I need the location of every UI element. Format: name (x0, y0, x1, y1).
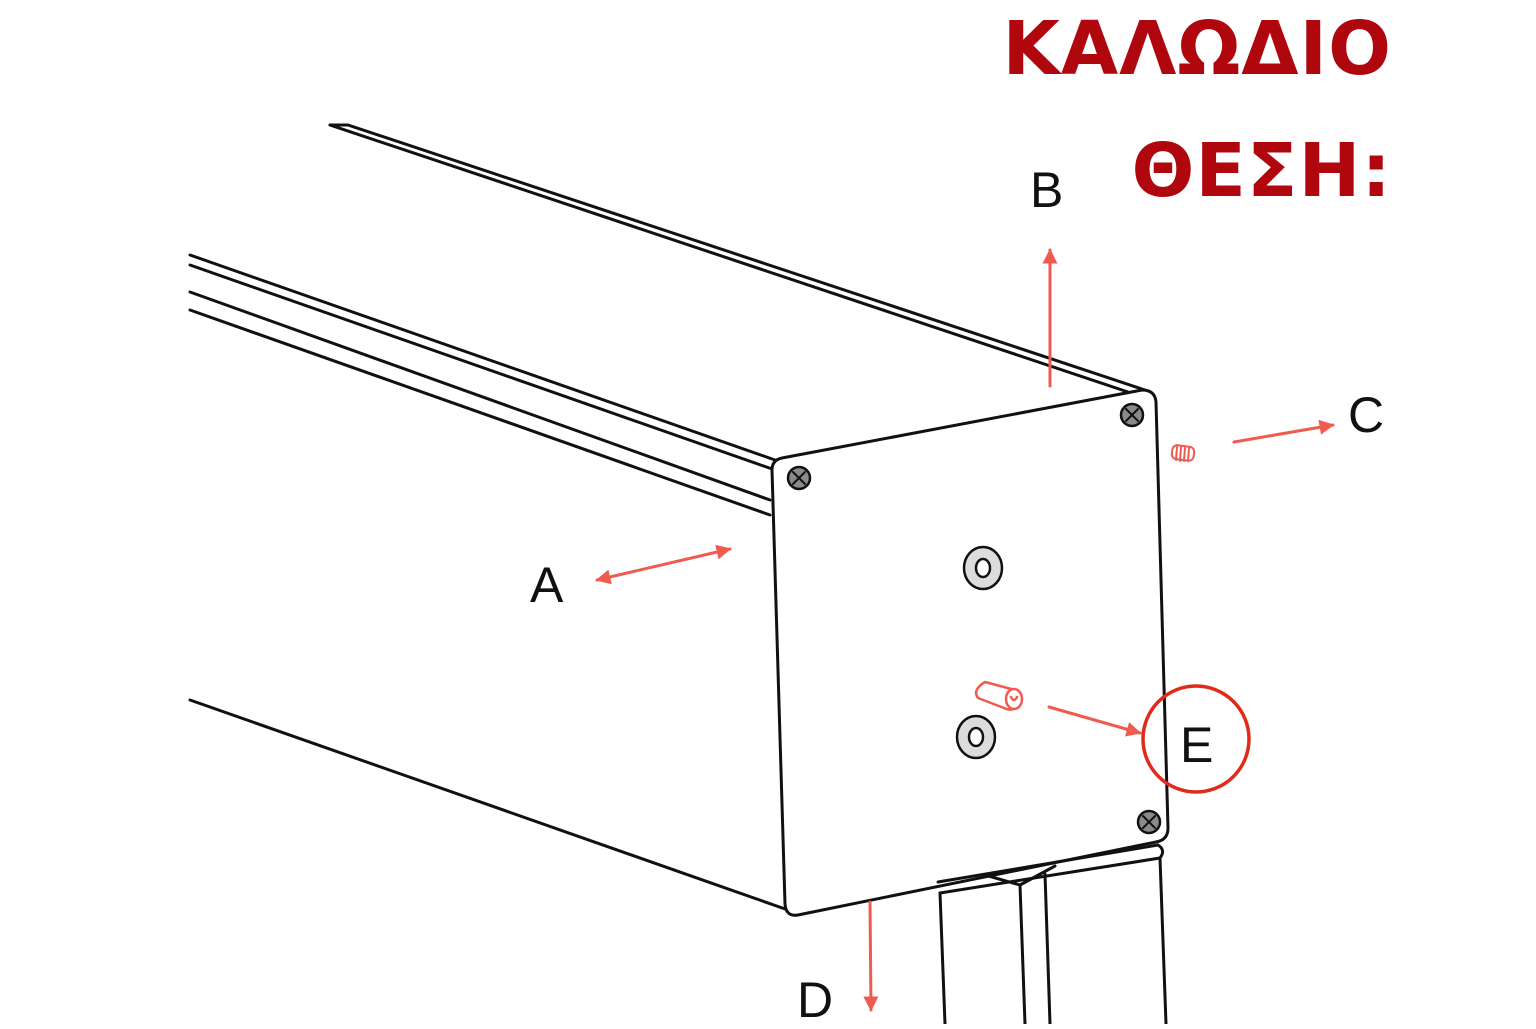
arrow-e (1047, 705, 1142, 737)
label-e: E (1180, 717, 1214, 773)
cable-plug-icon (974, 680, 1024, 711)
housing-side-channel (188, 253, 777, 517)
threaded-screw-icon (1170, 444, 1196, 462)
corner-screw-icon (1136, 809, 1162, 835)
label-d: D (797, 972, 834, 1028)
highlight-circle (1141, 684, 1251, 794)
arrow-c (1232, 419, 1335, 444)
title-line-2: ΘΕΣΗ: (1131, 128, 1392, 214)
title-line-1: ΚΑΛΩΔΙΟ (1002, 6, 1392, 92)
arrow-a (595, 544, 732, 585)
label-a: A (530, 557, 564, 613)
end-cap-face (770, 388, 1170, 917)
mounting-bracket (936, 843, 1168, 1026)
grommet-icon (955, 714, 997, 760)
corner-screw-icon (786, 465, 812, 491)
label-b: B (1030, 162, 1064, 218)
arrow-d (863, 900, 879, 1012)
label-c: C (1348, 387, 1385, 443)
housing-bottom-edge (188, 698, 790, 912)
housing-top-rail (328, 123, 1147, 394)
corner-screw-icon (1119, 402, 1145, 428)
grommet-icon (962, 545, 1004, 591)
